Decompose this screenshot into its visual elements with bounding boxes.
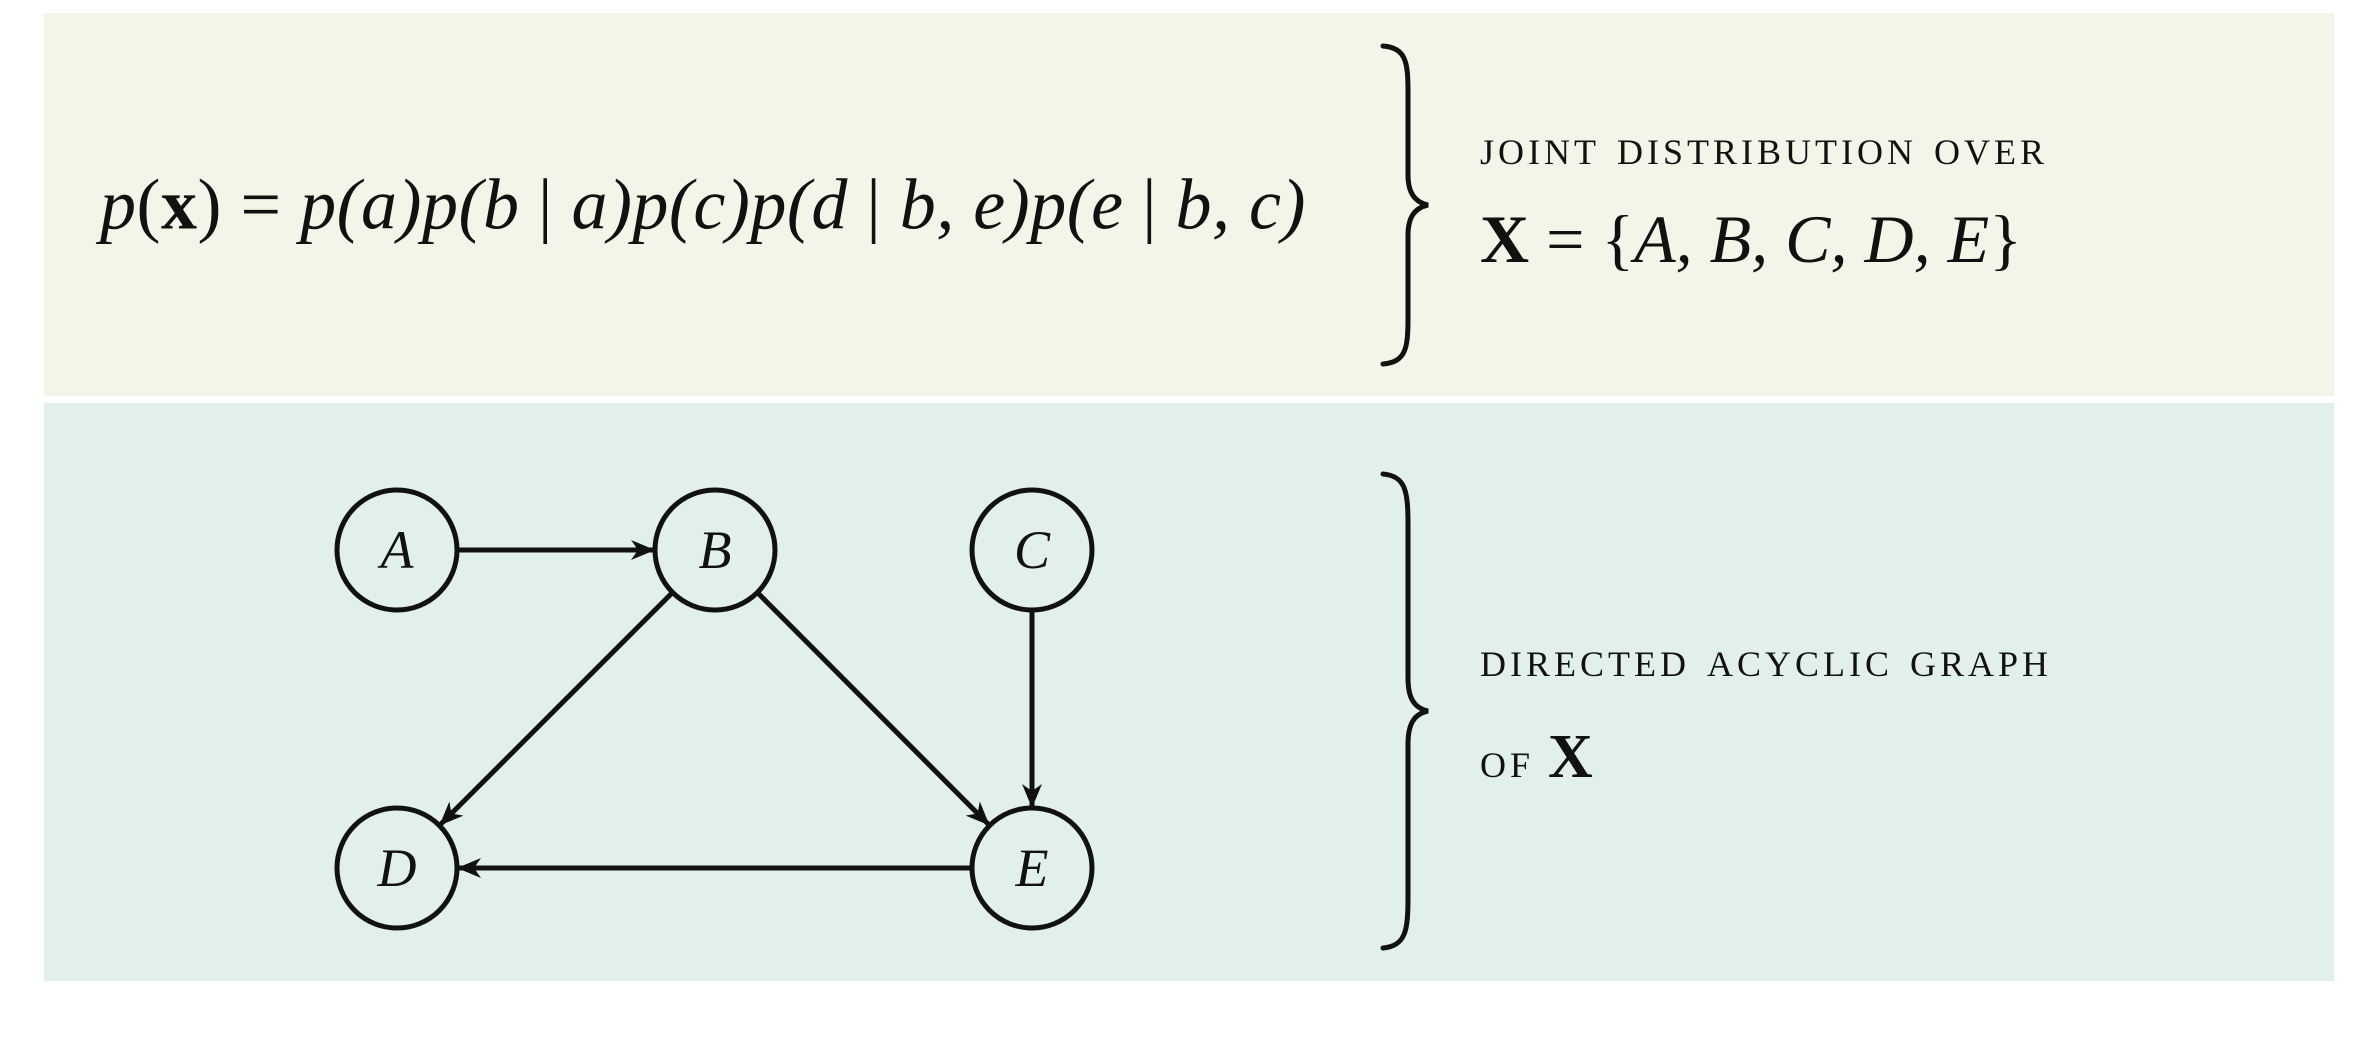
formula-bar: | bbox=[1123, 164, 1176, 245]
node-circle bbox=[969, 487, 1095, 613]
formula-p: p bbox=[100, 164, 137, 245]
right-brace-bottom bbox=[1378, 470, 1438, 952]
formula-lparen: ( bbox=[136, 164, 161, 245]
dag-caption-of: of bbox=[1480, 732, 1535, 789]
node-c: C bbox=[969, 487, 1095, 613]
node-label: C bbox=[1014, 520, 1051, 580]
formula-term-pb: p(b bbox=[422, 164, 520, 245]
right-brace-top bbox=[1378, 42, 1438, 368]
node-circle bbox=[334, 487, 460, 613]
joint-distribution-caption: joint distribution over bbox=[1480, 119, 2048, 176]
node-label: A bbox=[378, 520, 415, 580]
set-members: A, B, C, D, E bbox=[1634, 201, 1990, 277]
dag-caption-line1: directed acyclic graph bbox=[1480, 631, 2053, 688]
formula-term-pd: p(d bbox=[750, 164, 848, 245]
set-symbol-x: X bbox=[1480, 201, 1530, 277]
node-circle bbox=[969, 805, 1095, 931]
edge-b-to-d bbox=[439, 590, 675, 826]
formula-rparen: ) bbox=[197, 164, 222, 245]
node-b: B bbox=[652, 487, 778, 613]
set-close: } bbox=[1989, 201, 2022, 277]
formula-bar: | bbox=[847, 164, 900, 245]
formula-term-pe: p(e bbox=[1030, 164, 1124, 245]
set-open: = { bbox=[1529, 201, 1635, 277]
node-label: E bbox=[1015, 838, 1049, 898]
factorization-formula: p(x) = p(a)p(b | a)p(c)p(d | b, e)p(e | … bbox=[100, 164, 1306, 247]
formula-x-bold: x bbox=[160, 164, 198, 245]
node-label: D bbox=[377, 838, 417, 898]
formula-bar: | bbox=[519, 164, 572, 245]
node-a: A bbox=[334, 487, 460, 613]
formula-term-pb-cond: a) bbox=[571, 164, 633, 245]
node-circle bbox=[334, 805, 460, 931]
node-d: D bbox=[334, 805, 460, 931]
formula-term-pa: p(a) bbox=[300, 164, 423, 245]
joint-distribution-panel bbox=[44, 13, 2334, 396]
formula-term-pd-cond: b, e) bbox=[899, 164, 1031, 245]
dag-caption-x: X bbox=[1548, 723, 1593, 791]
edge-b-to-e bbox=[755, 590, 990, 826]
node-circle bbox=[652, 487, 778, 613]
node-e: E bbox=[969, 805, 1095, 931]
formula-equals: = bbox=[221, 164, 301, 245]
formula-term-pc: p(c) bbox=[632, 164, 751, 245]
variable-set: X = {A, B, C, D, E} bbox=[1480, 200, 2022, 279]
node-label: B bbox=[699, 520, 732, 580]
formula-term-pe-cond: b, c) bbox=[1175, 164, 1306, 245]
